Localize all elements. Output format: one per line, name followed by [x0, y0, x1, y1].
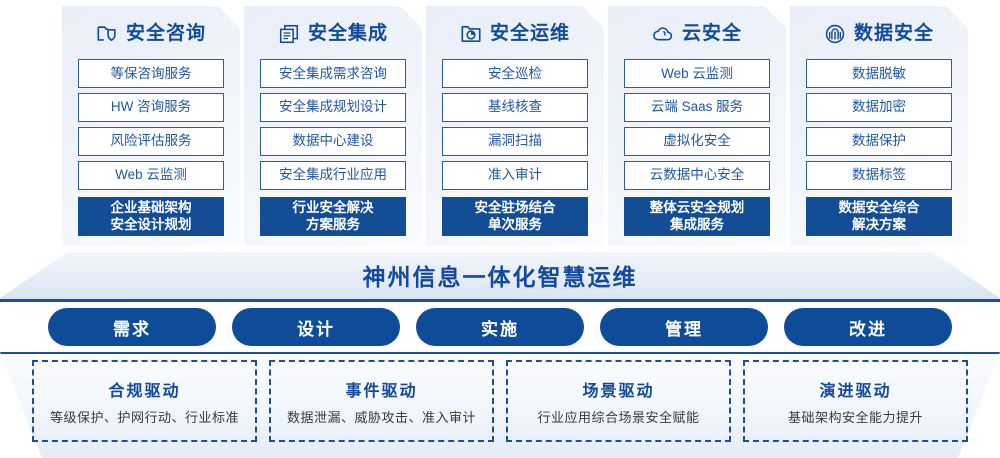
folder-shield-icon [96, 23, 118, 45]
panel-title: 安全运维 [489, 23, 570, 45]
service-item[interactable]: 数据标签 [806, 161, 952, 190]
banner-divider [0, 299, 1000, 302]
panel-security-integration[interactable]: 安全集成 安全集成需求咨询 安全集成规划设计 数据中心建设 安全集成行业应用 行… [244, 6, 422, 246]
highlight-line: 行业安全解决 [292, 200, 374, 216]
driver-title: 场景驱动 [582, 382, 655, 400]
panel-cloud-security[interactable]: 云安全 Web 云监测 云端 Saas 服务 虚拟化安全 云数据中心安全 整体云… [608, 6, 786, 246]
driver-subtitle: 数据泄漏、威胁攻击、准入审计 [286, 409, 476, 425]
service-item[interactable]: HW 咨询服务 [78, 93, 224, 122]
service-item[interactable]: 等保咨询服务 [78, 59, 224, 88]
service-item[interactable]: 准入审计 [442, 161, 588, 190]
service-item[interactable]: 数据加密 [806, 93, 952, 122]
driver-subtitle: 行业应用综合场景安全赋能 [537, 409, 700, 425]
panel-header: 云安全 [652, 20, 742, 49]
highlight-line: 数据安全综合 [838, 200, 920, 216]
service-item[interactable]: 数据脱敏 [806, 59, 952, 88]
fingerprint-icon [824, 23, 846, 45]
service-item[interactable]: 云端 Saas 服务 [624, 93, 770, 122]
phase-pills: 需求 设计 实施 管理 改进 [0, 308, 1000, 348]
service-item[interactable]: 漏洞扫描 [442, 127, 588, 156]
highlight-line: 安全驻场结合 [474, 200, 556, 216]
service-item[interactable]: 云数据中心安全 [624, 161, 770, 190]
panel-highlight[interactable]: 安全驻场结合 单次服务 [442, 197, 588, 236]
highlight-line: 解决方案 [852, 217, 906, 233]
panel-title: 云安全 [681, 23, 742, 45]
service-item[interactable]: 安全集成需求咨询 [260, 59, 406, 88]
panel-highlight[interactable]: 企业基础架构 安全设计规划 [78, 197, 224, 236]
service-item[interactable]: Web 云监测 [624, 59, 770, 88]
phase-pill-implementation[interactable]: 实施 [416, 308, 584, 346]
panel-header: 数据安全 [824, 20, 934, 49]
panel-highlight[interactable]: 整体云安全规划 集成服务 [624, 197, 770, 236]
service-item[interactable]: 基线核查 [442, 93, 588, 122]
driver-scenario[interactable]: 场景驱动 行业应用综合场景安全赋能 [506, 360, 731, 442]
panel-highlight[interactable]: 行业安全解决 方案服务 [260, 197, 406, 236]
service-item[interactable]: 虚拟化安全 [624, 127, 770, 156]
panel-security-operations[interactable]: 安全运维 安全巡检 基线核查 漏洞扫描 准入审计 安全驻场结合 单次服务 [426, 6, 604, 246]
panel-header: 安全运维 [460, 20, 570, 49]
driver-evolution[interactable]: 演进驱动 基础架构安全能力提升 [743, 360, 968, 442]
phase-pill-design[interactable]: 设计 [232, 308, 400, 346]
service-item[interactable]: 数据中心建设 [260, 127, 406, 156]
driver-title: 合规驱动 [108, 382, 181, 400]
phase-pill-improvement[interactable]: 改进 [784, 308, 952, 346]
documents-stack-icon [278, 23, 300, 45]
drivers-section: 合规驱动 等级保护、护网行动、行业标准 事件驱动 数据泄漏、威胁攻击、准入审计 … [0, 352, 1000, 458]
panel-security-consulting[interactable]: 安全咨询 等保咨询服务 HW 咨询服务 风险评估服务 Web 云监测 企业基础架… [62, 6, 240, 246]
highlight-line: 企业基础架构 [110, 200, 192, 216]
banner-title: 神州信息一体化智慧运维 [362, 264, 638, 290]
panel-header: 安全咨询 [96, 20, 206, 49]
driver-subtitle: 等级保护、护网行动、行业标准 [49, 409, 239, 425]
panel-title: 安全集成 [307, 23, 388, 45]
service-item[interactable]: 数据保护 [806, 127, 952, 156]
capability-panels: 安全咨询 等保咨询服务 HW 咨询服务 风险评估服务 Web 云监测 企业基础架… [0, 0, 1000, 252]
highlight-line: 单次服务 [488, 217, 542, 233]
driver-title: 事件驱动 [345, 382, 418, 400]
banner-shape [0, 252, 1000, 302]
service-item[interactable]: 安全集成规划设计 [260, 93, 406, 122]
panel-title: 数据安全 [853, 23, 934, 45]
panel-highlight[interactable]: 数据安全综合 解决方案 [806, 197, 952, 236]
cloud-icon [652, 23, 674, 45]
service-item[interactable]: Web 云监测 [78, 161, 224, 190]
panel-title: 安全咨询 [125, 23, 206, 45]
panel-data-security[interactable]: 数据安全 数据脱敏 数据加密 数据保护 数据标签 数据安全综合 解决方案 [790, 6, 968, 246]
highlight-line: 集成服务 [670, 217, 724, 233]
driver-title: 演进驱动 [819, 382, 892, 400]
highlight-line: 安全设计规划 [110, 217, 192, 233]
panel-header: 安全集成 [278, 20, 388, 49]
folder-chart-icon [460, 23, 482, 45]
phase-pill-management[interactable]: 管理 [600, 308, 768, 346]
driver-subtitle: 基础架构安全能力提升 [787, 409, 923, 425]
highlight-line: 方案服务 [306, 217, 360, 233]
driver-incident[interactable]: 事件驱动 数据泄漏、威胁攻击、准入审计 [269, 360, 494, 442]
service-item[interactable]: 安全巡检 [442, 59, 588, 88]
service-item[interactable]: 安全集成行业应用 [260, 161, 406, 190]
platform-banner: 神州信息一体化智慧运维 [0, 252, 1000, 302]
service-item[interactable]: 风险评估服务 [78, 127, 224, 156]
highlight-line: 整体云安全规划 [649, 200, 745, 216]
phase-pill-requirement[interactable]: 需求 [48, 308, 216, 346]
driver-compliance[interactable]: 合规驱动 等级保护、护网行动、行业标准 [32, 360, 257, 442]
